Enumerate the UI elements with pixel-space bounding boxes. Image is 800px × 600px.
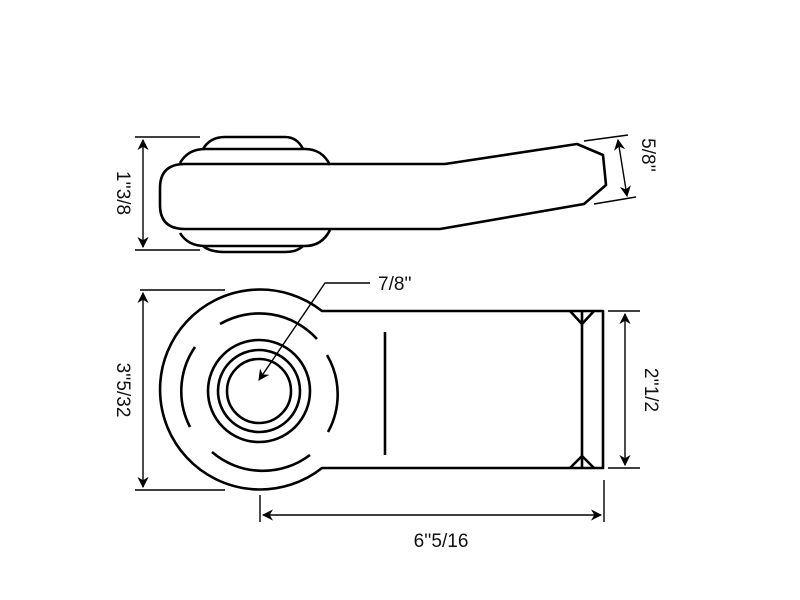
label-side-height: 1''3/8 [112,171,133,215]
knob-top-outer [201,135,305,150]
ring-outer [206,338,312,444]
tip-notch-bottom [569,454,595,469]
knob-top-inner [178,147,332,166]
knob-bottom-inner [178,229,332,248]
label-body-height: 3''5/32 [112,363,133,418]
side-view: 1''3/8 5/8'' [112,134,658,254]
ring-middle [216,348,302,434]
tip-notch-top [569,310,595,326]
label-bore-diameter: 7/8'' [378,274,412,295]
body-outline [158,288,605,491]
label-overall-length: 6''5/16 [414,531,469,552]
label-tip-width: 5/8'' [637,138,658,172]
leader-bore-diameter [258,282,370,381]
plan-view: 7/8'' 3''5/32 2''1/2 6''5/16 [112,274,661,552]
extension-line [593,196,637,205]
knob-bottom-outer [202,244,304,254]
label-arm-width: 2''1/2 [640,368,661,412]
bore-circle [225,357,293,425]
extension-line [583,134,629,142]
rose-dashed-ring [180,312,339,473]
dimension-line-tip-width [614,138,631,198]
lever-outline [158,142,608,231]
